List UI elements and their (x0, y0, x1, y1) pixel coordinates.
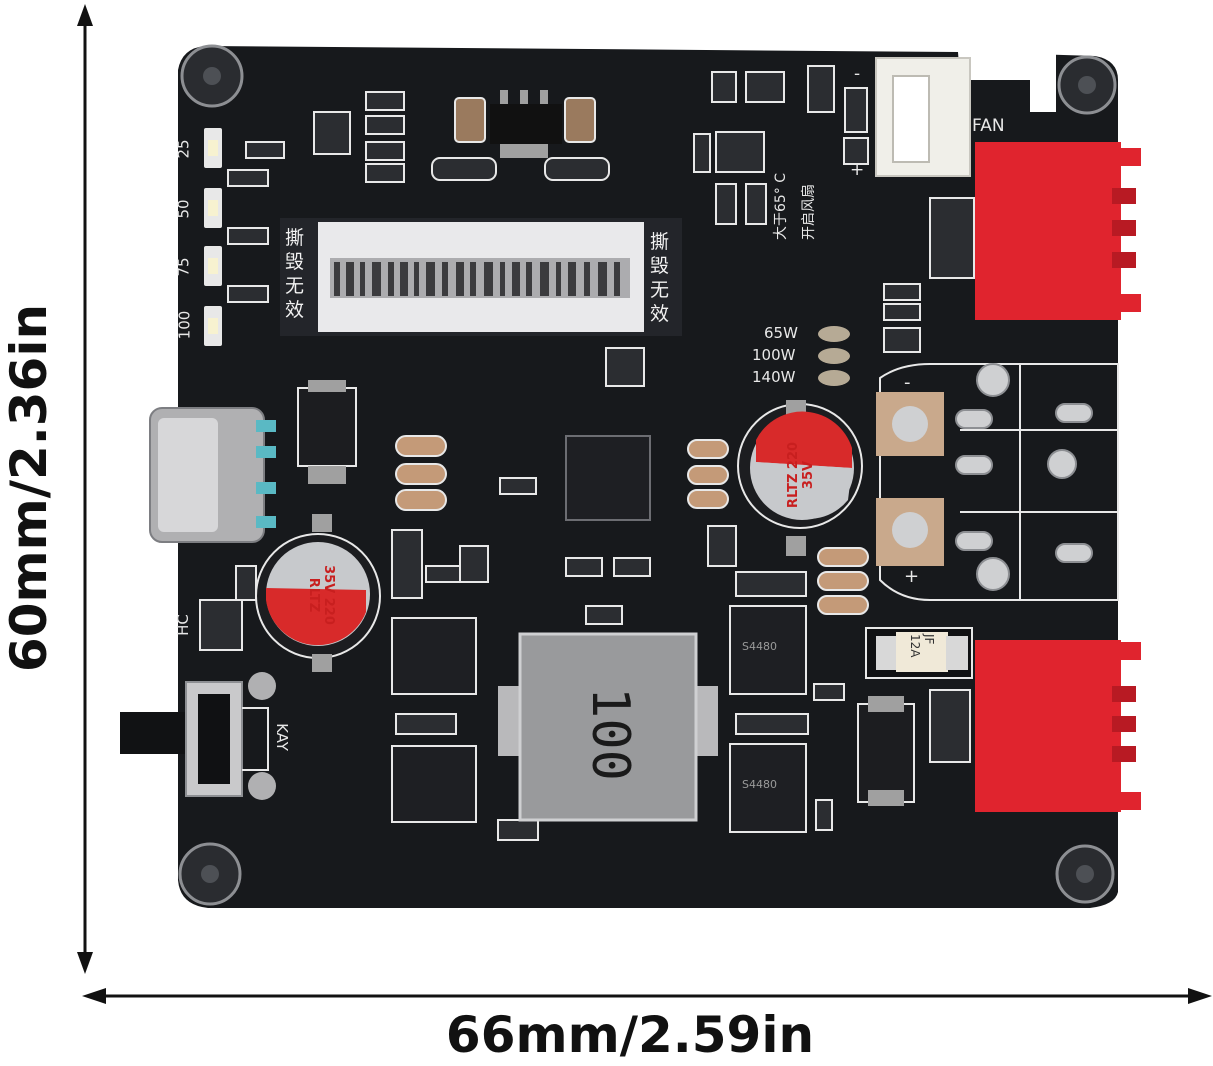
led-label-25: 25 (174, 139, 193, 159)
power-option-100w: 100W (752, 346, 796, 364)
width-dimension-label: 66mm/2.59in (445, 1006, 815, 1064)
capacitor-right-marking: RLTZ 220 35V (786, 441, 816, 509)
power-option-65w: 65W (764, 324, 798, 342)
inductor-marking: 100 (580, 687, 640, 781)
fan-plus-label: + (850, 160, 865, 180)
fan-label: FAN (972, 116, 1005, 136)
tamper-label-right: 撕毁无效 (650, 231, 670, 325)
fan-minus-label: - (854, 64, 861, 84)
fuse-marking: JF 12A (908, 634, 936, 658)
mosfet-marking-1: S4480 (742, 640, 777, 653)
terminal-plus-label: + (904, 566, 920, 587)
key-label: KAY (272, 723, 291, 751)
mosfet-marking-2: S4480 (742, 778, 777, 791)
led-label-100: 100 (175, 310, 194, 340)
led-label-75: 75 (174, 257, 193, 277)
led-label-50: 50 (174, 199, 193, 219)
temperature-note-2: 开启风扇 (801, 184, 817, 240)
temperature-note: 大于65° C (773, 172, 789, 240)
capacitor-left-marking: 35V 220 RLTZ (306, 565, 336, 625)
power-option-140w: 140W (752, 368, 796, 386)
tamper-label-left: 撕毁无效 (285, 227, 305, 321)
hc-label: HC (173, 614, 192, 636)
terminal-minus-label: - (904, 372, 911, 393)
